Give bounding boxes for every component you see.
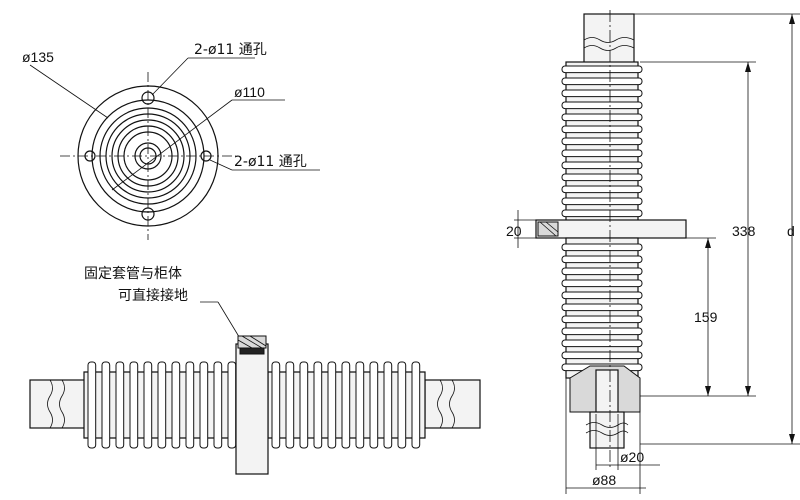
conductor-top xyxy=(583,13,635,67)
conductor-stub-right xyxy=(424,379,481,429)
shed xyxy=(561,197,643,206)
sheds-right xyxy=(271,361,421,449)
label-dim-flange: 20 xyxy=(506,223,522,239)
label-hole-side: 2-ø11 通孔 xyxy=(234,154,307,170)
conductor-bottom xyxy=(589,411,625,449)
bolt-hole-left xyxy=(84,150,96,162)
shed xyxy=(561,113,643,122)
shed xyxy=(561,243,643,252)
label-dia-mid: ø110 xyxy=(234,84,265,100)
leader-dia-mid xyxy=(111,99,233,191)
shed xyxy=(271,361,281,449)
label-dia-outer: ø135 xyxy=(22,49,54,65)
break-top-1 xyxy=(583,37,635,43)
label-dim-159: 159 xyxy=(694,309,718,325)
label-dim-338: 338 xyxy=(732,223,756,239)
sheds-upper xyxy=(561,65,643,218)
leader-hole-top xyxy=(151,57,189,96)
shed xyxy=(355,361,365,449)
bolt-hole-right xyxy=(200,150,212,162)
shed xyxy=(341,361,351,449)
shed xyxy=(561,137,643,146)
arrow-d-bot xyxy=(789,434,795,444)
bolt-hole-top xyxy=(141,91,155,105)
hatch-1 xyxy=(241,335,263,349)
shed xyxy=(561,291,643,300)
shed xyxy=(561,327,643,336)
shed xyxy=(561,65,643,74)
hatch-f1 xyxy=(539,221,557,237)
shed xyxy=(561,173,643,182)
break-mark-right-2 xyxy=(449,379,455,429)
shed xyxy=(129,361,139,449)
side-view: 固定套管与柜体 可直接接地 xyxy=(29,266,481,475)
shed xyxy=(561,185,643,194)
hatch-f2 xyxy=(545,221,559,233)
bolt-hole-bottom xyxy=(141,207,155,221)
shed xyxy=(561,267,643,276)
shed xyxy=(561,209,643,218)
shed xyxy=(397,361,407,449)
shed xyxy=(87,361,97,449)
break-mark-left xyxy=(47,379,53,429)
shed xyxy=(227,361,237,449)
label-dim-d: d xyxy=(787,223,795,239)
label-dim-base: ø88 xyxy=(592,472,616,488)
shed xyxy=(561,125,643,134)
inner-conductor xyxy=(595,369,619,415)
label-dim-inner: ø20 xyxy=(620,449,644,465)
leader-dia-outer xyxy=(29,64,109,119)
top-view: ø135 2-ø11 通孔 ø110 2-ø11 通孔 xyxy=(22,42,320,240)
shed xyxy=(561,255,643,264)
shed xyxy=(285,361,295,449)
shed xyxy=(561,89,643,98)
shed xyxy=(561,77,643,86)
sheds-lower xyxy=(561,243,643,372)
flange-side xyxy=(235,343,269,475)
shed xyxy=(327,361,337,449)
hatch-2 xyxy=(249,335,267,347)
shed xyxy=(213,361,223,449)
shed xyxy=(561,161,643,170)
arrow-d-top xyxy=(789,14,795,24)
shed xyxy=(199,361,209,449)
arrow-159-top xyxy=(705,238,711,248)
break-top-2 xyxy=(583,45,635,51)
shed xyxy=(171,361,181,449)
shed xyxy=(561,279,643,288)
hatch-3 xyxy=(237,339,253,349)
shed xyxy=(157,361,167,449)
shed xyxy=(313,361,323,449)
shed xyxy=(561,101,643,110)
ring-inner xyxy=(111,119,185,193)
sheds-left xyxy=(87,361,237,449)
front-view: 20 338 d 159 ø20 ø88 xyxy=(506,10,800,494)
shed xyxy=(411,361,421,449)
shed xyxy=(299,361,309,449)
label-note-line2: 可直接接地 xyxy=(118,287,188,304)
shed xyxy=(561,315,643,324)
conductor-stub-left xyxy=(29,379,86,429)
shed xyxy=(369,361,379,449)
break-bottom-1 xyxy=(585,422,629,428)
shed xyxy=(185,361,195,449)
shed xyxy=(115,361,125,449)
label-hole-top: 2-ø11 通孔 xyxy=(194,42,267,58)
arrow-338-bot xyxy=(745,386,751,396)
shed xyxy=(561,351,643,360)
shed xyxy=(561,339,643,348)
flange-seal xyxy=(239,347,265,355)
shed xyxy=(561,149,643,158)
label-note-line1: 固定套管与柜体 xyxy=(84,266,182,282)
break-mark-left-2 xyxy=(59,379,65,429)
break-mark-right xyxy=(437,379,443,429)
shed xyxy=(561,303,643,312)
shed xyxy=(101,361,111,449)
shed xyxy=(383,361,393,449)
leader-hole-side xyxy=(209,159,233,171)
arrow-159-bot xyxy=(705,386,711,396)
shed xyxy=(143,361,153,449)
arrow-338-top xyxy=(745,62,751,72)
